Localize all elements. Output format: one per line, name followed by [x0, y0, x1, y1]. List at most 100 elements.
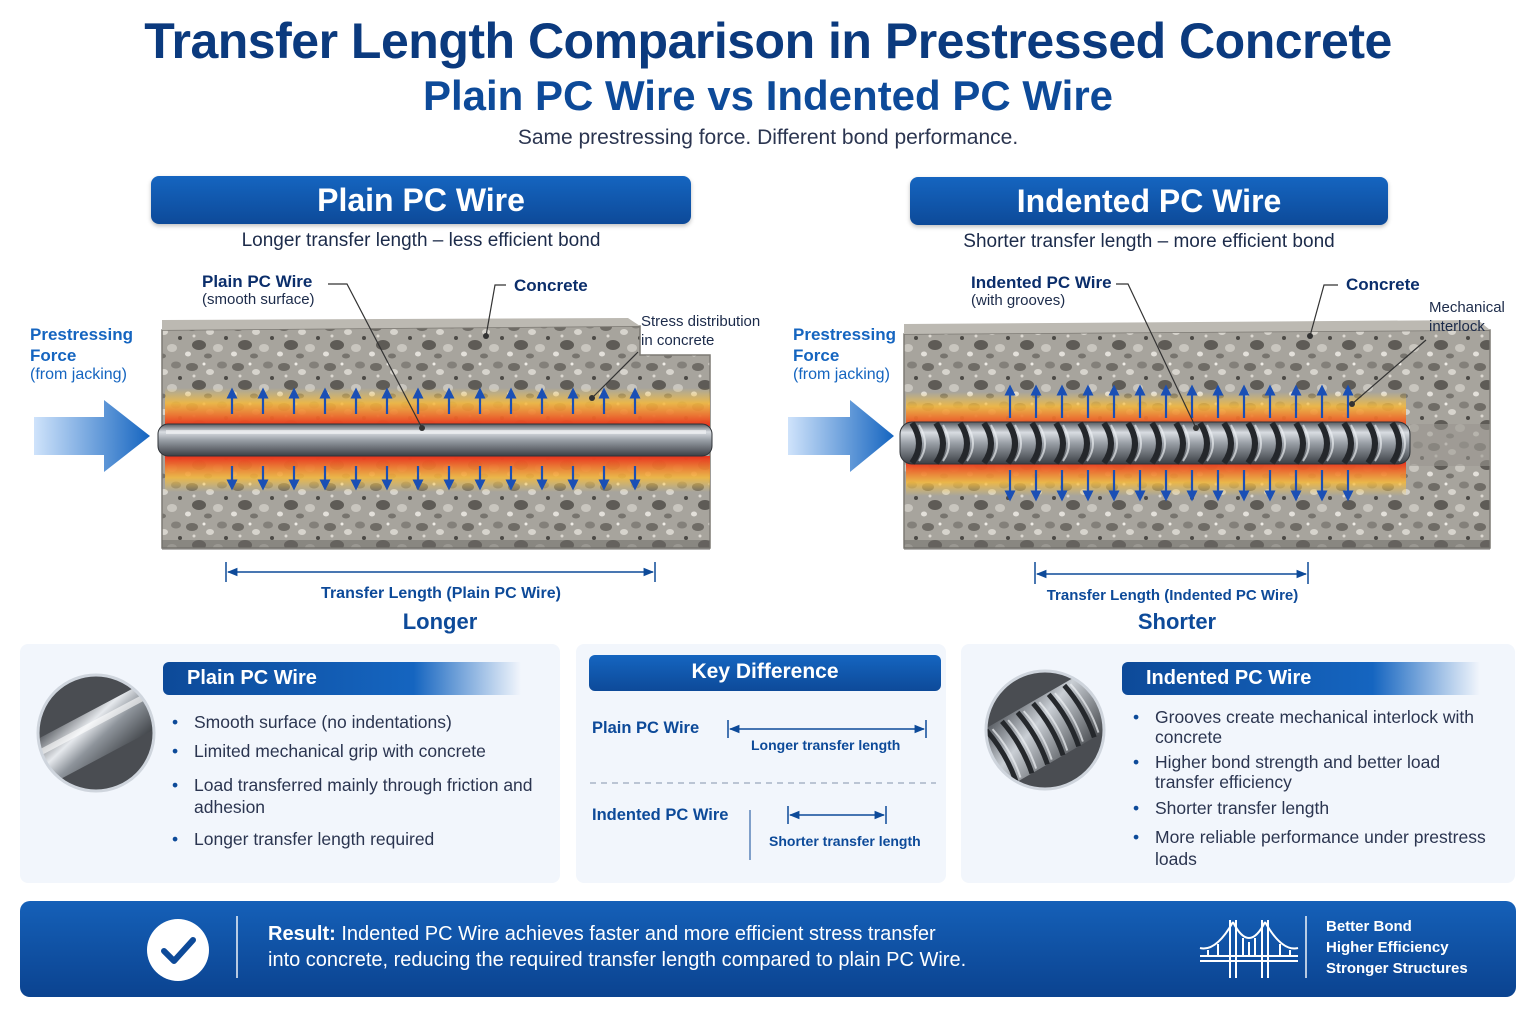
indented-stress-bottom: [906, 462, 1406, 496]
result-divider: [236, 916, 238, 978]
plain-wire-label: Plain PC Wire: [202, 272, 313, 291]
plain-concrete-leader: [485, 284, 506, 337]
result-label: Result:: [268, 923, 336, 945]
plain-bullet: Longer transfer length required: [168, 828, 538, 850]
bridge-icon: [1199, 920, 1299, 978]
wire-groove: [909, 421, 922, 465]
wire-groove: [1173, 421, 1186, 465]
plain-card-heading: Plain PC Wire: [163, 662, 521, 695]
wire-groove: [1317, 421, 1330, 465]
wire-groove-highlight: [1278, 424, 1286, 462]
indented-bullet: Higher bond strength and better load tra…: [1129, 752, 1489, 792]
wire-groove-highlight: [1254, 424, 1262, 462]
interlock-label-1: Mechanical: [1429, 299, 1505, 316]
wire-groove: [1029, 421, 1042, 465]
key-difference-heading: Key Difference: [589, 655, 941, 691]
wire-groove-highlight: [1230, 424, 1238, 462]
wire-groove: [1149, 421, 1162, 465]
indented-stress-arrows: [1004, 384, 1354, 502]
plain-force-arrow: [34, 400, 150, 472]
result-banner: [20, 901, 1516, 997]
plain-force-label-3: (from jacking): [30, 366, 127, 383]
stress-leader: [591, 351, 639, 399]
indented-bullet: Shorter transfer length: [1129, 798, 1489, 818]
page-subtitle: Plain PC Wire vs Indented PC Wire: [422, 72, 1114, 119]
result-text-2: into concrete, reducing the required tra…: [268, 949, 967, 971]
indented-wire-note: (with grooves): [971, 292, 1066, 309]
wire-groove-highlight: [1206, 424, 1214, 462]
wire-groove-highlight: [966, 424, 974, 462]
plain-panel-heading: Plain PC Wire: [151, 176, 691, 224]
wire-groove: [1365, 421, 1378, 465]
plain-force-label-1: Prestressing: [30, 325, 133, 344]
indented-bullet: More reliable performance under prestres…: [1129, 826, 1489, 870]
wire-groove: [1053, 421, 1066, 465]
indented-force-label-3: (from jacking): [793, 366, 890, 383]
wire-groove: [1077, 421, 1090, 465]
plain-concrete-label: Concrete: [514, 276, 588, 295]
indented-wire-leader: [1116, 283, 1197, 429]
wire-groove: [1125, 421, 1138, 465]
wire-groove: [1197, 421, 1210, 465]
wire-groove-highlight: [1110, 424, 1118, 462]
indented-force-arrow: [788, 400, 894, 472]
plain-transfer-word: Longer: [402, 609, 478, 634]
plain-wire-note: (smooth surface): [202, 291, 315, 308]
key-difference-lines: [590, 720, 936, 860]
indented-concrete-leader: [1309, 284, 1338, 337]
result-divider-2: [1305, 916, 1307, 978]
result-side-1: Better Bond: [1326, 918, 1412, 935]
tagline: Same prestressing force. Different bond …: [517, 126, 1019, 149]
wire-groove-highlight: [1038, 424, 1046, 462]
wire-groove: [1101, 421, 1114, 465]
plain-bullet: Load transferred mainly through friction…: [168, 774, 538, 818]
plain-card-bullets: Smooth surface (no indentations) Limited…: [168, 711, 538, 850]
plain-bullet: Limited mechanical grip with concrete: [168, 740, 538, 762]
wire-groove-highlight: [990, 424, 998, 462]
result-side-2: Higher Efficiency: [1326, 939, 1449, 956]
wire-groove-highlight: [1062, 424, 1070, 462]
wire-groove: [957, 421, 970, 465]
wire-groove-highlight: [1182, 424, 1190, 462]
wire-groove: [1389, 421, 1402, 465]
indented-bullet: Grooves create mechanical interlock with…: [1129, 707, 1489, 747]
kd-indented-value: Shorter transfer length: [769, 833, 921, 849]
interlock-leader: [1351, 339, 1427, 405]
indented-force-label-1: Prestressing: [793, 325, 896, 344]
wire-groove-highlight: [1014, 424, 1022, 462]
wire-groove-highlight: [1398, 424, 1406, 462]
kd-plain-value: Longer transfer length: [751, 737, 901, 753]
wire-groove: [1245, 421, 1258, 465]
plain-wire: [157, 423, 713, 457]
indented-card-bullets: Grooves create mechanical interlock with…: [1129, 707, 1489, 870]
plain-wire-closeup-icon: [36, 673, 156, 793]
wire-groove: [1005, 421, 1018, 465]
wire-groove: [933, 421, 946, 465]
plain-panel-subheading: Longer transfer length – less efficient …: [241, 230, 601, 251]
kd-indented-label: Indented PC Wire: [592, 806, 729, 824]
wire-groove-highlight: [1350, 424, 1358, 462]
wire-groove-highlight: [1326, 424, 1334, 462]
wire-groove: [1293, 421, 1306, 465]
result-line-1: Result: Indented PC Wire achieves faster…: [268, 921, 1168, 947]
result-side-3: Stronger Structures: [1326, 960, 1468, 977]
indented-wire-closeup-icon: [984, 669, 1106, 791]
stress-distribution-label-1: Stress distribution: [641, 313, 761, 330]
wire-groove: [981, 421, 994, 465]
checkmark-icon: [147, 919, 209, 981]
indented-wire-grooves: [909, 421, 1406, 465]
plain-bullet: Smooth surface (no indentations): [168, 711, 538, 733]
plain-transfer-label: Transfer Length (Plain PC Wire): [321, 585, 561, 602]
indented-wire-label: Indented PC Wire: [971, 273, 1112, 292]
result-text-1: Indented PC Wire achieves faster and mor…: [341, 923, 936, 945]
interlock-label-2: interlock: [1429, 318, 1485, 335]
wire-groove-highlight: [918, 424, 926, 462]
page-title: Transfer Length Comparison in Prestresse…: [144, 13, 1392, 69]
indented-card-heading: Indented PC Wire: [1122, 662, 1480, 695]
wire-groove-highlight: [942, 424, 950, 462]
stress-distribution-label-2: in concrete: [641, 332, 715, 349]
indented-force-label-2: Force: [793, 346, 840, 365]
indented-panel-subheading: Shorter transfer length – more efficient…: [963, 231, 1335, 252]
wire-groove: [1221, 421, 1234, 465]
